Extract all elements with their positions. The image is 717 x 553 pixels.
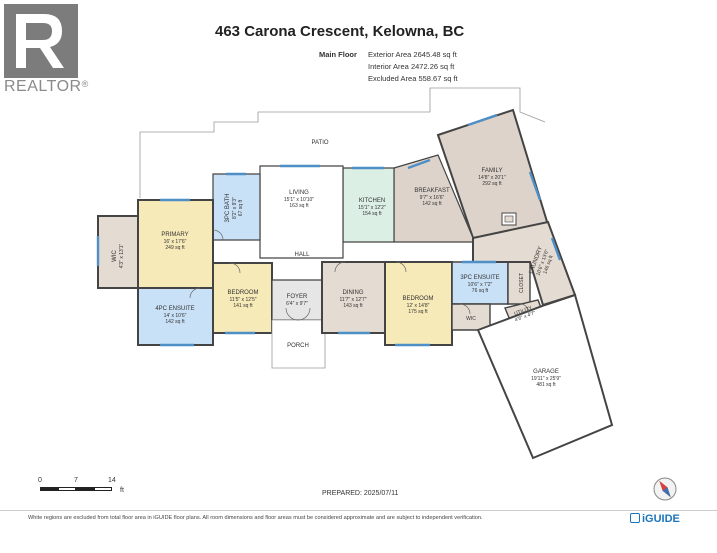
scale-segment-4	[94, 487, 112, 491]
windows	[96, 113, 562, 347]
dims-kitchen: 15'1" x 12'2"	[358, 205, 386, 211]
scale-tick-0: 0	[38, 477, 42, 484]
dims-4pc-ensuite: 14' x 10'6"	[164, 313, 187, 319]
scale-tick-14: 14	[108, 477, 116, 484]
dims-3pc-ensuite: 10'6" x 7'2"	[468, 282, 493, 288]
label-4pc-ensuite: 4PC ENSUITE	[155, 306, 194, 312]
disclaimer-text: White regions are excluded from total fl…	[28, 515, 483, 521]
area-4pc-ensuite: 142 sq ft	[165, 319, 185, 325]
page-title: 463 Carona Crescent, Kelowna, BC	[215, 23, 465, 40]
dims-foyer: 6'4" x 9'7"	[286, 301, 308, 307]
realtor-logo: REALTOR®	[0, 0, 90, 100]
area-bedroom-a: 141 sq ft	[233, 303, 253, 309]
label-bedroom-b: BEDROOM	[402, 296, 433, 302]
label-primary: PRIMARY	[161, 232, 188, 238]
dims-primary: 16' x 17'6"	[164, 239, 187, 245]
area-3pc-ensuite: 76 sq ft	[472, 288, 489, 294]
label-hall: HALL	[294, 252, 310, 258]
dims-dining: 11'7" x 12'7"	[339, 297, 366, 303]
scale-segment-3	[76, 487, 94, 491]
label-wic-left: WIC	[112, 250, 118, 262]
footer-divider	[0, 510, 717, 511]
label-breakfast: BREAKFAST	[414, 188, 450, 194]
area-breakfast: 142 sq ft	[422, 201, 442, 207]
area-bedroom-b: 175 sq ft	[408, 309, 428, 315]
label-family: FAMILY	[482, 168, 503, 174]
door-swings	[189, 229, 530, 321]
label-porch: PORCH	[287, 343, 309, 349]
label-kitchen: KITCHEN	[359, 198, 385, 204]
label-foyer: FOYER	[287, 294, 308, 300]
label-dining: DINING	[343, 290, 364, 296]
dims-3pc-bath: 8'2" x 9'3"	[232, 197, 238, 219]
room-porch	[271, 319, 326, 369]
scale-segment-2	[58, 487, 76, 491]
scale-unit: ft	[120, 487, 124, 494]
dims-bedroom-b: 12' x 14'8"	[407, 303, 430, 309]
area-primary: 249 sq ft	[165, 245, 185, 251]
area-dining: 143 sq ft	[343, 303, 363, 309]
area-living: 163 sq ft	[289, 203, 309, 209]
area-garage: 481 sq ft	[536, 382, 556, 388]
realtor-wordmark: REALTOR	[4, 78, 82, 95]
label-closet: CLOSET	[519, 273, 525, 293]
iguide-wordmark: iGUIDE	[642, 513, 680, 525]
floor-label: Main Floor	[319, 50, 357, 59]
label-3pc-bath: 3PC BATH	[225, 194, 231, 223]
area-kitchen: 154 sq ft	[362, 211, 382, 217]
iguide-camera-icon	[630, 513, 640, 523]
dims-garage: 19'11" x 25'9"	[531, 376, 561, 382]
dims-wic-left: 4'3" x 13'1"	[119, 243, 125, 268]
room-bedroom-b	[384, 261, 453, 346]
area-3pc-bath: 67 sq ft	[238, 199, 244, 216]
label-living: LIVING	[289, 190, 309, 196]
scale-tick-7: 7	[74, 477, 78, 484]
patio-outline	[139, 87, 546, 198]
area-family: 292 sq ft	[482, 181, 502, 187]
interior-area: Interior Area 2472.26 sq ft	[368, 62, 455, 71]
room-living-hall	[259, 165, 344, 259]
dims-family: 14'8" x 20'1"	[478, 175, 506, 181]
realtor-r-mark-icon	[4, 4, 78, 78]
compass-icon	[652, 476, 678, 502]
room-wic-left	[97, 215, 139, 289]
room-4pc-ensuite	[137, 287, 214, 346]
room-foyer	[271, 279, 323, 321]
dims-living: 15'1" x 10'10"	[284, 197, 314, 203]
dims-breakfast: 9'7" x 16'6"	[420, 195, 445, 201]
iguide-logo: iGUIDE	[630, 513, 680, 525]
label-3pc-ensuite: 3PC ENSUITE	[460, 275, 499, 281]
dims-bedroom-a: 11'5" x 12'5"	[229, 297, 256, 303]
label-wic-right: WIC	[466, 316, 476, 322]
excluded-area: Excluded Area 558.67 sq ft	[368, 74, 458, 83]
room-garage	[476, 293, 614, 460]
scale-bar: 0 7 14 ft	[36, 477, 136, 507]
label-bedroom-a: BEDROOM	[227, 290, 258, 296]
label-garage: GARAGE	[533, 369, 559, 375]
prepared-date: PREPARED: 2025/07/11	[322, 490, 399, 497]
label-patio: PATIO	[311, 140, 328, 146]
fireplace-icon	[501, 212, 517, 226]
exterior-area: Exterior Area 2645.48 sq ft	[368, 50, 457, 59]
scale-segment-1	[40, 487, 58, 491]
registered-mark: ®	[81, 79, 89, 89]
